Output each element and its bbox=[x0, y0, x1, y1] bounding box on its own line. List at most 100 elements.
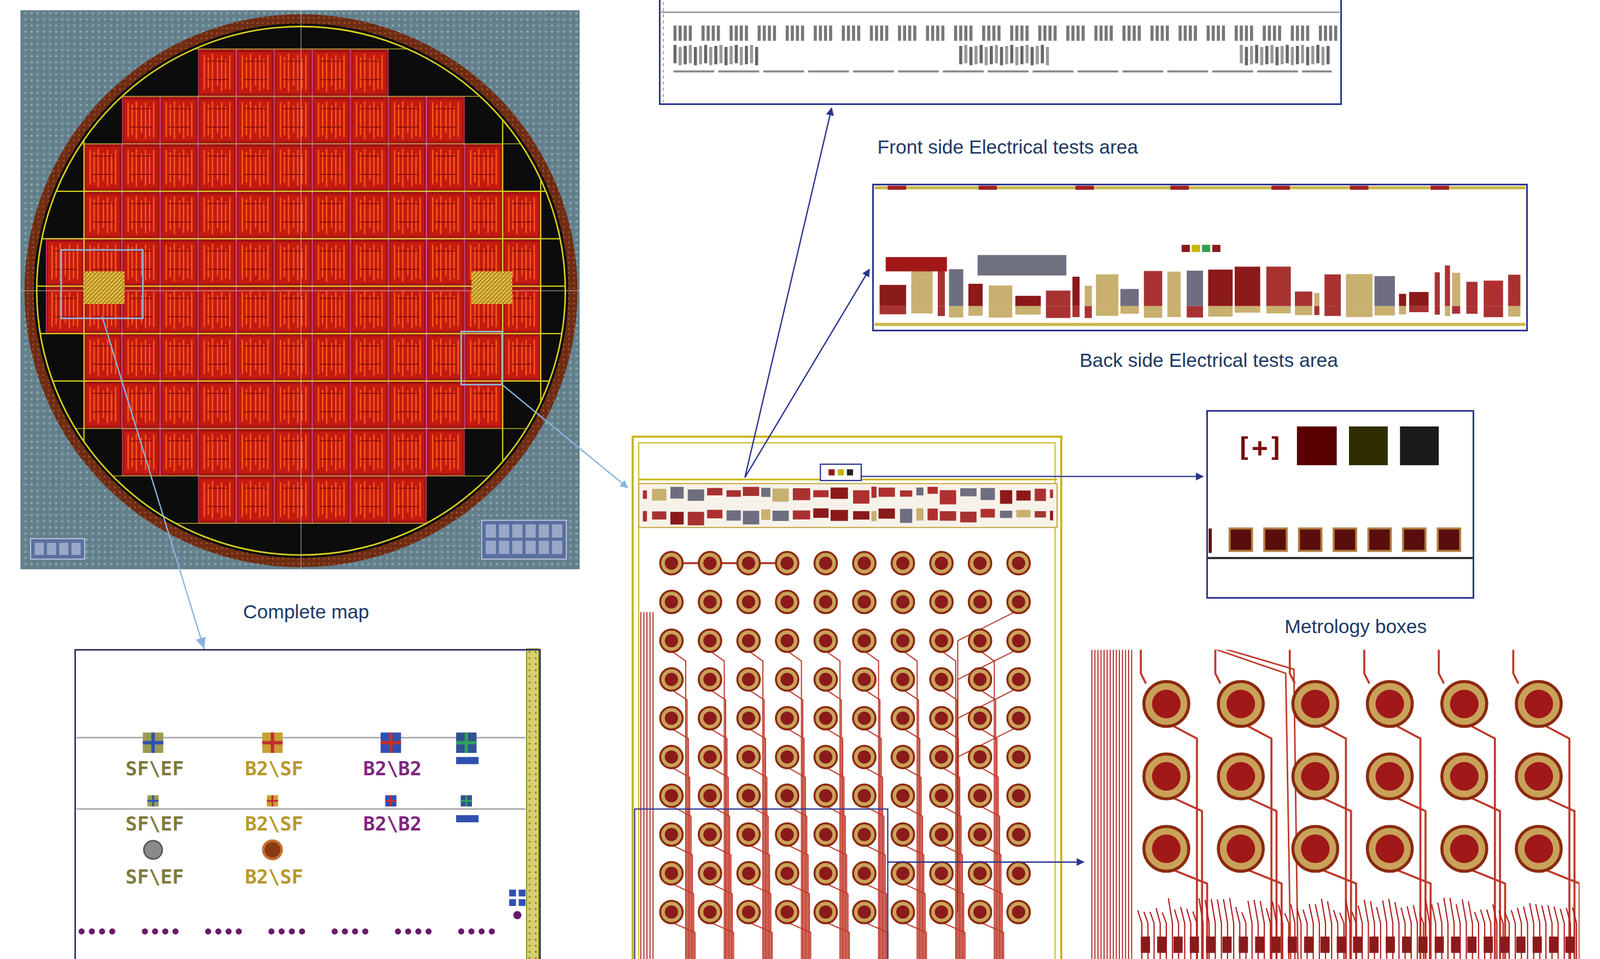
test-structure bbox=[1120, 289, 1140, 307]
test-pad bbox=[734, 25, 739, 42]
die-trace bbox=[671, 562, 788, 565]
die bbox=[121, 333, 161, 382]
bump-pad bbox=[853, 823, 876, 846]
zoom-trace bbox=[1215, 650, 1220, 685]
die bbox=[236, 381, 275, 429]
test-structure bbox=[683, 45, 687, 65]
alignment-mark-label: B2\SF bbox=[244, 814, 304, 834]
bump-pad-core bbox=[973, 750, 987, 764]
test-structure bbox=[1374, 306, 1395, 316]
bump-pad bbox=[853, 901, 876, 924]
test-structure bbox=[1374, 276, 1395, 307]
bump-pad-core bbox=[664, 556, 679, 570]
test-pad bbox=[897, 25, 902, 42]
bump-pad-core bbox=[896, 595, 910, 609]
bump-pad-core bbox=[703, 556, 717, 570]
die bbox=[121, 381, 161, 429]
wafer-background bbox=[20, 10, 580, 570]
fan-out-trace bbox=[1492, 904, 1497, 959]
fan-out-trace bbox=[1542, 905, 1546, 959]
bump-pad-core bbox=[1300, 834, 1330, 863]
die bbox=[388, 96, 427, 144]
die bbox=[84, 381, 123, 429]
test-structure bbox=[979, 44, 983, 64]
fan-out-pad bbox=[1385, 936, 1395, 954]
bump-pad bbox=[930, 707, 953, 730]
test-structure bbox=[1314, 293, 1320, 307]
test-structure bbox=[1009, 44, 1014, 64]
bump-pad bbox=[698, 668, 722, 691]
test-structure bbox=[988, 306, 1013, 318]
bump-pad bbox=[1007, 745, 1030, 769]
test-pad bbox=[739, 25, 744, 42]
metrology-mini bbox=[828, 469, 835, 476]
strip-mark bbox=[1075, 185, 1095, 190]
test-structure bbox=[927, 486, 938, 494]
test-structure bbox=[714, 45, 718, 65]
test-pad bbox=[1250, 25, 1254, 42]
test-structure bbox=[1345, 273, 1373, 306]
alignment-line bbox=[76, 808, 526, 810]
die bbox=[426, 381, 465, 429]
test-structure bbox=[1444, 306, 1450, 317]
zoom-trace bbox=[1124, 650, 1126, 959]
corner-mark-glyph bbox=[499, 540, 510, 554]
fan-out-trace bbox=[1199, 898, 1204, 959]
bump-pad bbox=[737, 668, 760, 691]
die bbox=[274, 191, 313, 239]
test-pad bbox=[1081, 25, 1085, 42]
test-structure bbox=[739, 47, 744, 66]
test-pad bbox=[688, 25, 693, 42]
alignment-mark bbox=[380, 740, 401, 745]
test-pad bbox=[1291, 25, 1295, 42]
test-structure bbox=[1285, 44, 1289, 64]
zoom-box bbox=[460, 331, 502, 385]
test-structure bbox=[1444, 265, 1450, 307]
bump-pad bbox=[968, 823, 992, 846]
die bbox=[274, 428, 313, 477]
test-structure bbox=[1266, 306, 1292, 314]
bump-pad-core bbox=[857, 827, 871, 842]
metrology-pad bbox=[1333, 528, 1357, 552]
bump-pad-core bbox=[664, 905, 679, 919]
die bbox=[197, 475, 237, 524]
test-structure bbox=[1239, 44, 1243, 64]
fan-out-pad bbox=[1532, 936, 1543, 954]
bump-pad bbox=[853, 784, 876, 808]
bump-pad-core bbox=[973, 634, 987, 648]
alignment-dot bbox=[215, 928, 222, 935]
bump-pad bbox=[737, 901, 760, 924]
bump-pad bbox=[891, 590, 915, 613]
bump-pad-core bbox=[780, 905, 794, 919]
wafer-axis bbox=[300, 10, 302, 570]
bump-pad bbox=[930, 823, 953, 846]
bump-pad-core bbox=[1524, 762, 1553, 791]
bump-pad bbox=[814, 823, 837, 846]
test-structure bbox=[853, 511, 870, 520]
corner-mark bbox=[481, 520, 567, 560]
bump-pad-core bbox=[1375, 834, 1404, 863]
die bbox=[236, 333, 275, 382]
bump-pad bbox=[1292, 826, 1338, 872]
alignment-dot bbox=[172, 928, 179, 935]
die-trace bbox=[902, 922, 927, 959]
alignment-dot bbox=[162, 928, 169, 935]
bump-pad bbox=[1516, 681, 1562, 727]
bump-pad bbox=[1007, 629, 1030, 652]
bump-pad bbox=[660, 668, 683, 691]
bump-pad bbox=[1007, 901, 1030, 924]
bump-pad-core bbox=[664, 673, 679, 687]
test-structure bbox=[1266, 266, 1292, 307]
die bbox=[236, 475, 275, 524]
test-pad bbox=[1071, 25, 1075, 42]
bump-pad bbox=[698, 862, 722, 885]
test-structure bbox=[871, 511, 877, 522]
connector bbox=[179, 569, 206, 650]
bump-pad-core bbox=[664, 750, 679, 764]
bump-pad-core bbox=[703, 789, 717, 803]
bump-pad-core bbox=[857, 556, 871, 570]
test-structure bbox=[1207, 306, 1233, 317]
test-structure bbox=[726, 510, 741, 521]
bump-pad bbox=[930, 901, 953, 924]
strip-mark bbox=[1271, 185, 1290, 190]
